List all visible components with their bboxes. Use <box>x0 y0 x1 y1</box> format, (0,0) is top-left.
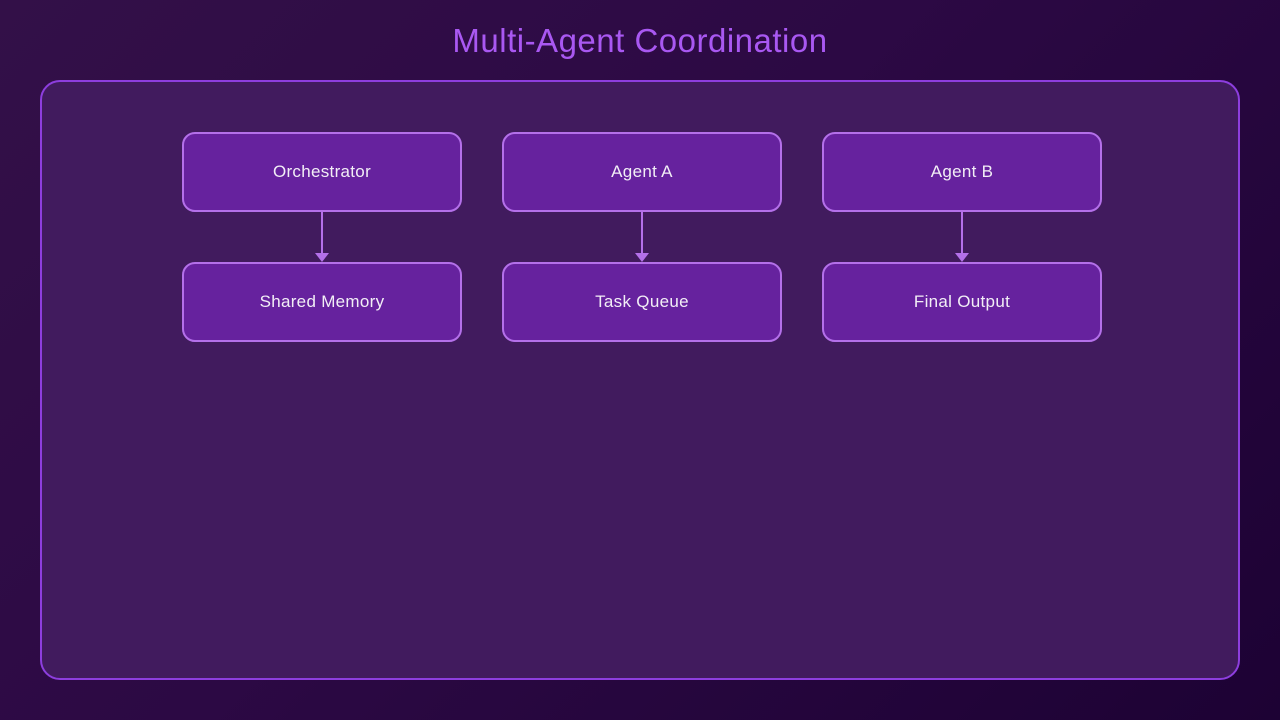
node-label: Shared Memory <box>259 292 385 311</box>
node-task-queue: Task Queue <box>502 262 782 342</box>
node-agent-b: Agent B <box>822 132 1102 212</box>
diagram-container: Orchestrator Agent A Agent B Shared Memo… <box>40 80 1240 680</box>
node-orchestrator: Orchestrator <box>182 132 462 212</box>
edge-arrow-orchestrator-to-shared-memory <box>315 212 329 262</box>
node-agent-a: Agent A <box>502 132 782 212</box>
page-title: Multi-Agent Coordination <box>452 22 828 59</box>
edge-arrow-agent-b-to-final-output <box>955 212 969 262</box>
node-label: Agent B <box>930 162 994 181</box>
node-label: Task Queue <box>595 292 689 311</box>
node-label: Final Output <box>913 292 1011 311</box>
node-label: Agent A <box>611 162 673 181</box>
node-label: Orchestrator <box>272 162 372 181</box>
node-shared-memory: Shared Memory <box>182 262 462 342</box>
edge-arrow-agent-a-to-task-queue <box>635 212 649 262</box>
node-final-output: Final Output <box>822 262 1102 342</box>
